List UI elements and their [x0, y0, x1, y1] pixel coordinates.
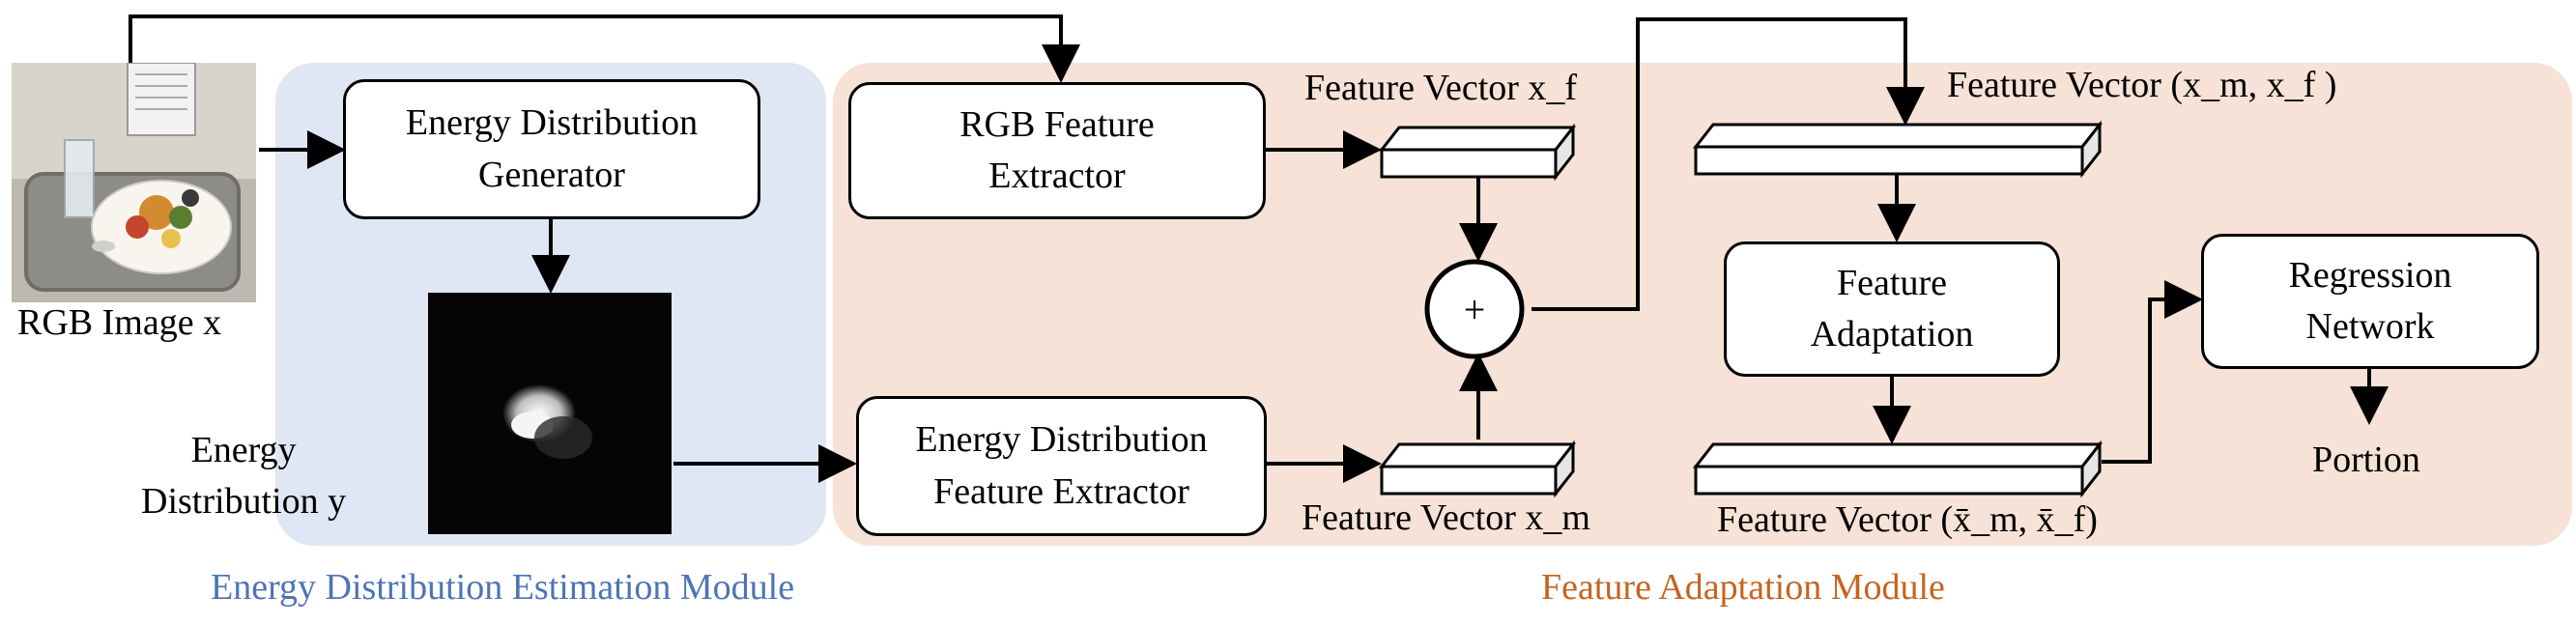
feature-vector-adapted-label: Feature Vector (x̄_m, x̄_f)	[1717, 499, 2098, 540]
feature-vector-concat-label: Feature Vector (x_m, x_f )	[1947, 65, 2337, 105]
energy-distribution-generator-box: Energy Distribution Generator	[343, 79, 760, 219]
fusion-symbol: +	[1464, 288, 1486, 331]
rgb-input-image	[12, 63, 256, 302]
energy-distribution-label: Energy Distribution y	[141, 430, 347, 523]
feature-vector-xm	[1378, 440, 1577, 498]
portion-output-label: Portion	[2312, 440, 2420, 480]
rgb-image-label: RGB Image x	[17, 302, 222, 343]
arrow-fusion-to-concat	[1531, 17, 1925, 311]
regression-network-box: Regression Network	[2201, 234, 2539, 369]
feature-module-title: Feature Adaptation Module	[1541, 567, 1945, 608]
energy-feature-extractor-box: Energy Distribution Feature Extractor	[856, 396, 1267, 536]
fusion-add-node	[1424, 259, 1525, 359]
feature-vector-xm-label: Feature Vector x_m	[1302, 497, 1590, 538]
arrow-image-to-rgb-extractor	[129, 14, 1080, 83]
feature-vector-concat	[1692, 120, 2104, 179]
rgb-feature-extractor-box: RGB Feature Extractor	[848, 82, 1266, 219]
feature-vector-xf-label: Feature Vector x_f	[1304, 68, 1578, 108]
arrow-adapted-to-regression	[2102, 280, 2203, 464]
feature-vector-adapted	[1692, 440, 2104, 498]
feature-vector-xf	[1378, 123, 1577, 182]
energy-module-title: Energy Distribution Estimation Module	[211, 567, 795, 608]
feature-adaptation-box: Feature Adaptation	[1724, 241, 2060, 377]
energy-distribution-image	[428, 293, 672, 534]
